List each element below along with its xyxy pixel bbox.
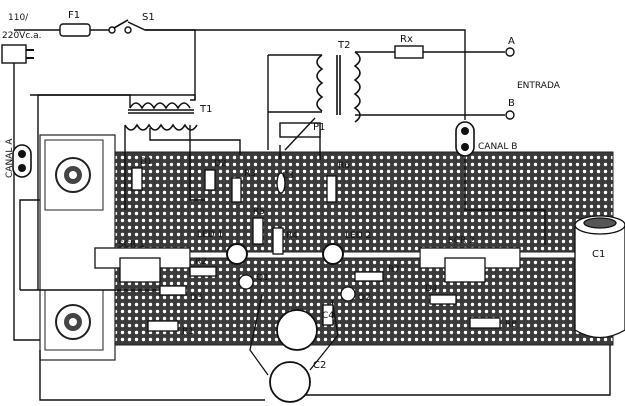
canal-a-jack-block <box>39 134 116 361</box>
components <box>119 167 625 403</box>
capacitor-c3 <box>276 172 286 194</box>
q1-label: Q1 <box>256 273 269 283</box>
canal-a-connector <box>12 144 32 178</box>
capacitor-c4 <box>322 304 334 326</box>
r6-label: R6 <box>338 161 350 171</box>
led-1 <box>226 243 248 265</box>
led-2 <box>322 243 344 265</box>
c4-label: C4 <box>322 311 334 321</box>
terminal-b-label: B <box>508 98 515 109</box>
capacitor-c2 <box>249 294 339 403</box>
c3-label: C3 <box>282 171 294 181</box>
scr2-label: SCR 2 <box>448 236 475 246</box>
resistor-rx <box>394 45 424 59</box>
canal-b-connector <box>455 121 475 157</box>
mains-voltage-label-1: 110/ <box>8 13 29 23</box>
diode-d2 <box>204 169 216 191</box>
t2-label: T2 <box>337 40 350 51</box>
fuse-f1 <box>59 23 91 37</box>
resistor-r6 <box>326 175 337 203</box>
d1-label: D1 <box>140 157 153 167</box>
diode-d1 <box>131 167 143 191</box>
transformer-t2 <box>316 51 361 123</box>
resistor-r2 <box>189 266 217 277</box>
r2-label: R2 <box>195 257 207 267</box>
resistor-r5 <box>252 217 264 245</box>
diode-d4 <box>429 294 457 305</box>
r5-label: R5 <box>253 207 265 217</box>
ac-plug <box>1 44 34 64</box>
c1-label: C1 <box>592 249 605 260</box>
canal-a-label: CANAL A <box>5 138 15 178</box>
t1-label: T1 <box>199 104 212 115</box>
resistor-r3 <box>231 177 242 203</box>
terminal-a-label: A <box>508 36 515 47</box>
scr1-label: SCR 1 <box>118 240 145 250</box>
p1-label: P1 <box>313 122 325 133</box>
resistor-r7 <box>354 271 384 282</box>
transistor-q2 <box>340 286 356 302</box>
capacitor-c1 <box>574 215 625 339</box>
r1-label: R1 <box>182 327 194 337</box>
fuse-label: F1 <box>68 10 80 21</box>
r7-label: R7 <box>388 265 400 275</box>
canal-b-label: CANAL B <box>478 142 517 152</box>
rx-label: Rx <box>400 34 413 45</box>
c2-label: C2 <box>313 360 326 371</box>
r8-label: R8 <box>505 320 517 330</box>
d2-label: D2 <box>214 159 227 169</box>
d3-label: D3 <box>190 293 203 303</box>
r3-label: R3 <box>244 169 256 179</box>
diode-d3 <box>159 285 187 296</box>
d4-label: D4 <box>425 284 438 294</box>
r4-label: R4 <box>286 231 298 241</box>
q2-label: Q2 <box>358 293 371 303</box>
labels: 110/ 220Vc.a. F1 S1 T1 T2 Rx A B ENTRADA… <box>2 10 605 371</box>
resistor-r8 <box>469 317 501 329</box>
led1-label: LED 1 <box>197 230 223 240</box>
led2-label: LED 2 <box>345 231 371 241</box>
mains-voltage-label-2: 220Vc.a. <box>2 31 42 41</box>
scr-1 <box>119 257 161 283</box>
resistor-r1 <box>147 320 179 332</box>
resistor-r4 <box>272 227 284 255</box>
potentiometer-p1 <box>279 117 321 151</box>
input-terminals <box>505 47 515 120</box>
wiring <box>13 21 611 401</box>
transformer-t1 <box>124 102 198 131</box>
switch-label: S1 <box>142 12 155 23</box>
scr-2 <box>444 257 486 283</box>
switch-s1 <box>108 19 132 34</box>
transistor-q1 <box>238 274 254 290</box>
entrada-label: ENTRADA <box>517 81 561 91</box>
